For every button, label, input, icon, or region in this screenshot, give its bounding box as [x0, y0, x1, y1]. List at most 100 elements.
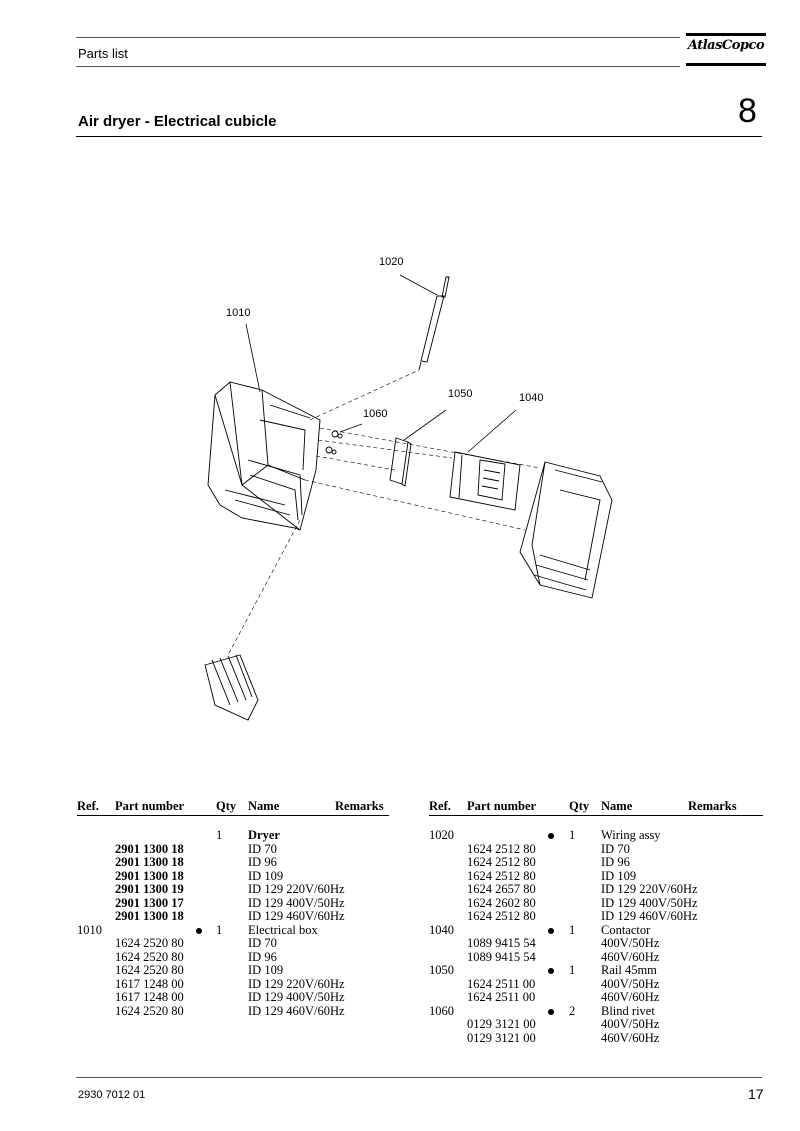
table-header-rule	[429, 815, 763, 816]
row-qty: 1	[216, 828, 223, 842]
col-header-ref: Ref.	[77, 799, 99, 813]
exploded-view-diagram	[204, 274, 613, 721]
page-number: 17	[748, 1086, 764, 1102]
header-label: Parts list	[78, 46, 128, 61]
row-name: ID 129 460V/60Hz	[248, 909, 345, 923]
selection-dot-icon	[196, 927, 202, 934]
row-name: Rail 45mm	[601, 963, 657, 977]
row-part-number: 0129 3121 00	[467, 1030, 536, 1045]
row-ref: 1020	[429, 828, 454, 842]
row-name: Wiring assy	[601, 828, 661, 842]
row-part-number: 1089 9415 54	[467, 936, 536, 950]
row-name: ID 129 400V/50Hz	[601, 895, 698, 910]
col-header-part-number: Part number	[115, 799, 185, 813]
col-header-remarks: Remarks	[335, 799, 384, 813]
row-ref: 1050	[429, 963, 454, 977]
col-header-name: Name	[248, 799, 280, 813]
row-part-number: 1624 2520 80	[115, 1003, 184, 1018]
col-header-remarks: Remarks	[688, 799, 737, 813]
row-part-number: 1624 2511 00	[467, 990, 536, 1004]
row-part-number: 2901 1300 18	[115, 909, 184, 923]
wiring-rod-part	[418, 276, 450, 371]
selection-dot-icon	[548, 833, 554, 839]
row-part-number: 2901 1300 17	[115, 895, 184, 910]
col-header-ref: Ref.	[429, 799, 451, 813]
row-part-number: 1624 2657 80	[467, 882, 536, 896]
title-rule	[76, 136, 762, 137]
row-name: Contactor	[601, 922, 651, 937]
table-header-rule	[77, 815, 389, 816]
header-rule-bottom	[76, 66, 680, 67]
row-name: 400V/50Hz	[601, 1017, 660, 1031]
row-qty: 1	[569, 828, 576, 842]
row-part-number: 1624 2520 80	[115, 963, 184, 977]
row-part-number: 1624 2512 80	[467, 909, 536, 923]
row-name: ID 129 460V/60Hz	[601, 909, 698, 923]
row-qty: 1	[569, 922, 576, 937]
row-part-number: 1624 2520 80	[115, 936, 184, 950]
callout-1010: 1010	[226, 307, 251, 319]
callout-1050: 1050	[448, 388, 473, 400]
row-ref: 1040	[429, 922, 454, 937]
blind-rivet-part	[325, 430, 343, 455]
row-ref: 1010	[77, 922, 102, 937]
col-header-qty: Qty	[569, 799, 590, 813]
row-name: Electrical box	[248, 922, 318, 937]
row-name: ID 96	[248, 855, 277, 869]
callout-1060: 1060	[363, 408, 388, 420]
col-header-part-number: Part number	[467, 799, 537, 813]
electrical-box-part	[207, 381, 321, 531]
row-part-number: 2901 1300 18	[115, 868, 184, 883]
callout-1020: 1020	[379, 256, 404, 268]
terminal-block-part	[204, 654, 259, 721]
row-qty: 1	[569, 963, 576, 977]
row-name: ID 109	[248, 963, 284, 977]
row-name: ID 129 460V/60Hz	[248, 1003, 345, 1018]
rail-part	[389, 437, 412, 487]
row-name: ID 70	[248, 936, 277, 950]
row-name: 460V/60Hz	[601, 990, 660, 1004]
footer-rule	[76, 1077, 762, 1078]
row-part-number: 1624 2520 80	[115, 949, 184, 964]
row-name: ID 96	[601, 855, 630, 869]
page-title: Air dryer - Electrical cubicle	[78, 113, 277, 130]
row-name: 400V/50Hz	[601, 976, 660, 991]
col-header-qty: Qty	[216, 799, 237, 813]
atlas-copco-logo: AtlasCopco	[686, 33, 766, 67]
row-name: ID 129 400V/50Hz	[248, 895, 345, 910]
row-name: ID 129 400V/50Hz	[248, 990, 345, 1004]
row-part-number: 0129 3121 00	[467, 1017, 536, 1031]
row-part-number: 1624 2512 80	[467, 855, 536, 869]
document-number: 2930 7012 01	[78, 1089, 146, 1101]
row-part-number: 1617 1248 00	[115, 976, 184, 991]
row-ref: 1060	[429, 1003, 454, 1018]
callout-1040: 1040	[519, 392, 544, 404]
row-part-number: 1617 1248 00	[115, 990, 184, 1004]
chapter-number: 8	[738, 92, 757, 130]
selection-dot-icon	[548, 1008, 554, 1015]
row-part-number: 2901 1300 18	[115, 841, 184, 856]
row-name: ID 129 220V/60Hz	[601, 882, 698, 896]
row-name: ID 70	[601, 841, 630, 856]
header-rule-top	[76, 37, 680, 38]
logo-text: AtlasCopco	[687, 38, 765, 53]
contactor-part	[449, 451, 521, 511]
col-header-name: Name	[601, 799, 633, 813]
row-part-number: 1624 2511 00	[467, 976, 536, 991]
row-part-number: 1089 9415 54	[467, 949, 536, 964]
row-name: Blind rivet	[601, 1003, 655, 1018]
row-name: 460V/60Hz	[601, 1030, 660, 1045]
selection-dot-icon	[548, 968, 554, 974]
row-part-number: 1624 2512 80	[467, 841, 536, 856]
row-part-number: 2901 1300 19	[115, 882, 184, 896]
row-name: ID 70	[248, 841, 277, 856]
row-name: ID 129 220V/60Hz	[248, 976, 345, 991]
selection-dot-icon	[548, 927, 554, 934]
row-part-number: 1624 2602 80	[467, 895, 536, 910]
row-qty: 2	[569, 1003, 576, 1018]
row-name: ID 129 220V/60Hz	[248, 882, 345, 896]
row-name: ID 109	[601, 868, 637, 883]
row-name: 460V/60Hz	[601, 949, 660, 964]
row-name: ID 109	[248, 868, 284, 883]
row-name: Dryer	[248, 828, 280, 842]
